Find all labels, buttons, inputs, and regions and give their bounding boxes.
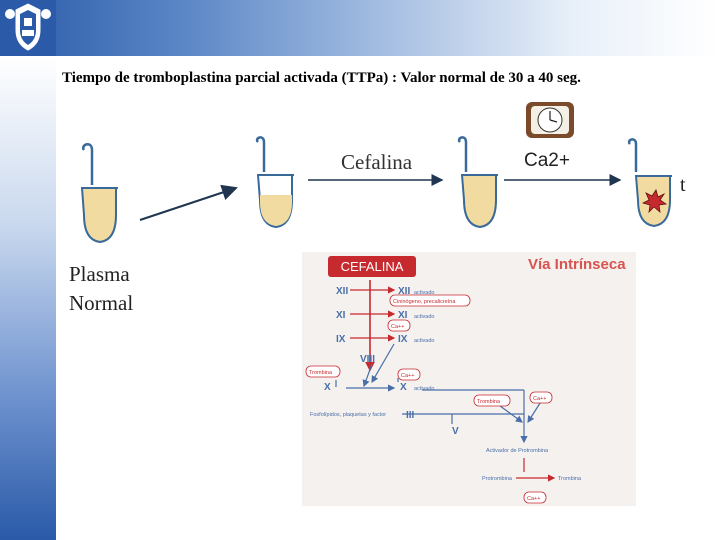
cefalina-label: Cefalina <box>341 150 412 175</box>
factor-v: V <box>452 426 459 437</box>
factor-ix: IX <box>336 334 346 345</box>
plasma-label-line1: Plasma <box>69 260 133 289</box>
intrinsic-pathway-diagram: XII XII XI XI IX IX VIII X X III V activ… <box>302 252 636 506</box>
xii-activado-note: activado <box>414 290 435 296</box>
clock-icon <box>526 102 574 138</box>
test-tube-2 <box>257 137 294 227</box>
factor-xii-activado: XII <box>398 286 410 297</box>
factor-xi: XI <box>336 310 346 321</box>
test-tube-3 <box>459 137 498 227</box>
trombina-label-3: Trombina <box>558 476 582 482</box>
intrinsic-pathway-panel: XII XII XI XI IX IX VIII X X III V activ… <box>302 252 636 506</box>
factor-xii: XII <box>336 286 348 297</box>
ca-label-2: Ca++ <box>401 373 414 379</box>
transfer-arrow <box>140 188 236 220</box>
plasma-normal-label: Plasma Normal <box>69 260 133 318</box>
protrombina-label: Protrombina <box>482 476 513 482</box>
factor-xi-activado: XI <box>398 310 408 321</box>
ca-label-3: Ca++ <box>533 396 546 402</box>
ix-activado-note: activado <box>414 338 435 344</box>
ca-label-4: Ca++ <box>527 496 540 502</box>
factor-iii: III <box>406 410 415 421</box>
ca-label-1: Ca++ <box>391 324 404 330</box>
plasma-label-line2: Normal <box>69 289 133 318</box>
cefalina-badge: CEFALINA <box>328 256 416 277</box>
fosfolipidos-label: Fosfolípidos, plaquetas y factor <box>310 412 386 418</box>
trombina-label-2: Trombina <box>477 399 501 405</box>
cininogeno-label: Cininógeno, precalicreína <box>393 299 456 305</box>
x-activado-note: activado <box>414 386 435 392</box>
plasma-tube <box>82 144 118 242</box>
trombina-label-1: Trombina <box>309 370 333 376</box>
xi-activado-note: activado <box>414 314 435 320</box>
activador-label: Activador de Protrombina <box>486 448 549 454</box>
clot-tube <box>629 139 672 226</box>
time-label: t <box>680 174 686 197</box>
factor-viii: VIII <box>360 354 375 365</box>
factor-ix-activado: IX <box>398 334 408 345</box>
factor-x-activado: X <box>400 382 407 393</box>
via-intrinseca-heading: Vía Intrínseca <box>528 256 626 273</box>
factor-x: X <box>324 382 331 393</box>
calcium-label: Ca2+ <box>524 150 570 172</box>
